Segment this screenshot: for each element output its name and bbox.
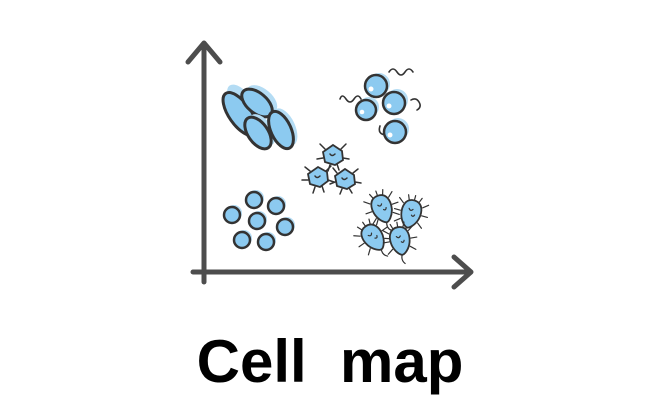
flagellum <box>339 95 362 103</box>
amoeboid-cell <box>329 167 362 195</box>
round-cell <box>222 205 242 225</box>
amoeboid-cell <box>301 165 335 194</box>
round-cell <box>275 217 295 237</box>
flagellate-cells-cluster <box>353 189 430 265</box>
round-cell <box>266 196 286 216</box>
flagellate-cell <box>353 217 392 257</box>
y-axis-arrowhead <box>185 40 223 65</box>
flagellate-cell <box>363 189 400 231</box>
flagellate-cell <box>393 194 430 238</box>
round-cell <box>232 230 252 250</box>
coccus-cell <box>382 118 409 145</box>
amoeboid-cells-cluster <box>301 143 362 195</box>
coccus-cells-cluster <box>339 68 421 145</box>
x-axis-arrowhead <box>451 254 474 290</box>
flagellum <box>388 68 414 76</box>
rod-cell <box>243 114 276 151</box>
axes <box>185 40 474 290</box>
amoeboid-cell <box>316 143 350 172</box>
round-cells-cluster <box>222 190 295 252</box>
round-cell <box>244 190 264 210</box>
rod-cell <box>240 85 278 119</box>
coccus-cell <box>381 89 408 116</box>
round-cell <box>247 211 267 231</box>
round-cell <box>256 232 276 252</box>
coccus-cell <box>363 73 390 99</box>
diagram-caption: Cell map <box>196 328 464 395</box>
rod-cell <box>267 108 298 151</box>
flagellum <box>410 98 421 111</box>
rod-cells-cluster <box>221 84 298 151</box>
coccus-cell <box>354 97 379 122</box>
flagellate-cell <box>382 221 418 265</box>
